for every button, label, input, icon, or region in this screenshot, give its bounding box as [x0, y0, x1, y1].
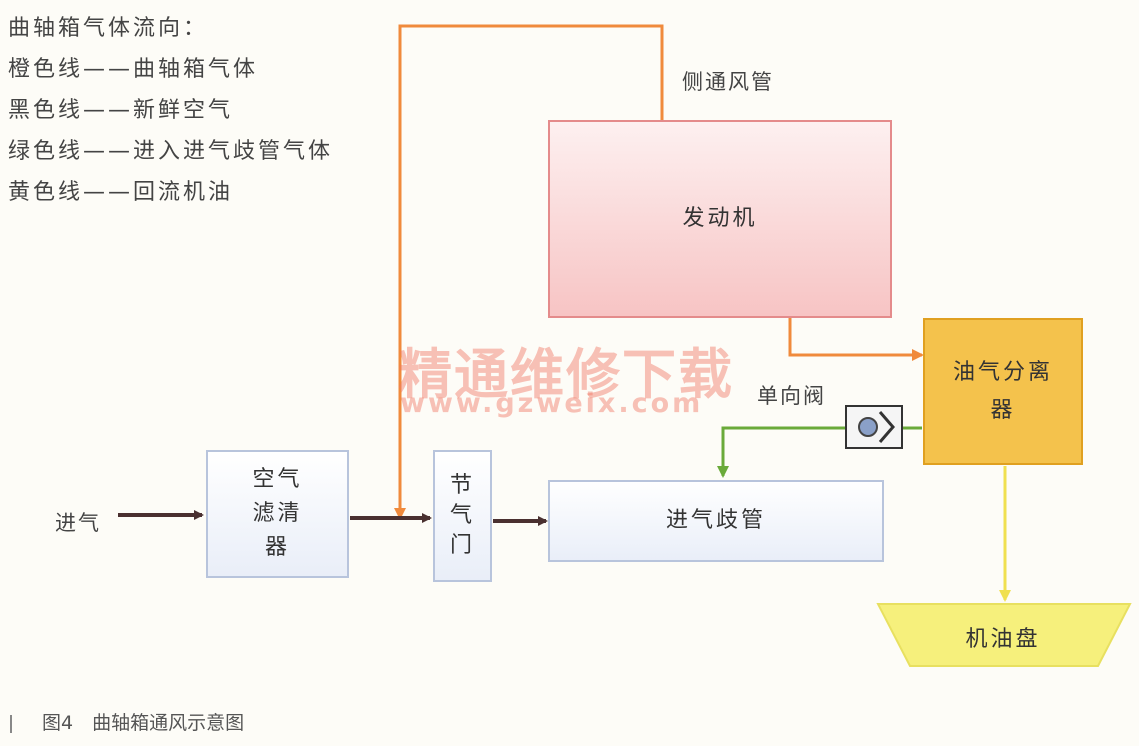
orange-side-duct-line [394, 24, 664, 520]
watermark-url: www.gzweix.com [400, 388, 704, 419]
legend-title: 曲轴箱气体流向： [8, 16, 209, 41]
oil-separator-box: 油气分离器 [923, 318, 1083, 465]
legend: 曲轴箱气体流向： 橙色线——曲轴箱气体 黑色线——新鲜空气 绿色线——进入进气歧… [8, 8, 333, 213]
intake-label: 进气 [55, 511, 101, 535]
engine-box: 发动机 [548, 120, 892, 318]
check-valve-icon [845, 405, 903, 449]
orange-engine-to-separator-line [788, 318, 924, 361]
figure-caption: 图4 曲轴箱通风示意图 [10, 708, 244, 735]
legend-item-yellow: 黄色线——回流机油 [8, 180, 234, 205]
engine-label: 发动机 [682, 206, 758, 231]
caption-text: 图4 曲轴箱通风示意图 [42, 712, 245, 734]
legend-item-orange: 橙色线——曲轴箱气体 [8, 57, 259, 82]
legend-item-black: 黑色线——新鲜空气 [8, 98, 234, 123]
intake-manifold-label: 进气歧管 [665, 508, 766, 533]
air-filter-box: 空气滤清器 [206, 450, 349, 578]
oil-pan-shape [876, 603, 1132, 667]
intake-manifold-box: 进气歧管 [548, 480, 884, 562]
watermark-title: 精通维修下载 [398, 343, 734, 406]
check-valve-label: 单向阀 [757, 384, 826, 408]
legend-item-green: 绿色线——进入进气歧管气体 [8, 139, 334, 164]
oil-pan-label: 机油盘 [965, 627, 1041, 652]
caption-bar [10, 714, 12, 733]
air-filter-label: 空气滤清器 [252, 467, 303, 560]
throttle-box: 节气门 [433, 450, 492, 582]
oil-separator-label: 油气分离器 [953, 359, 1054, 423]
side-duct-label: 侧通风管 [682, 70, 774, 94]
throttle-label: 节气门 [449, 473, 475, 558]
